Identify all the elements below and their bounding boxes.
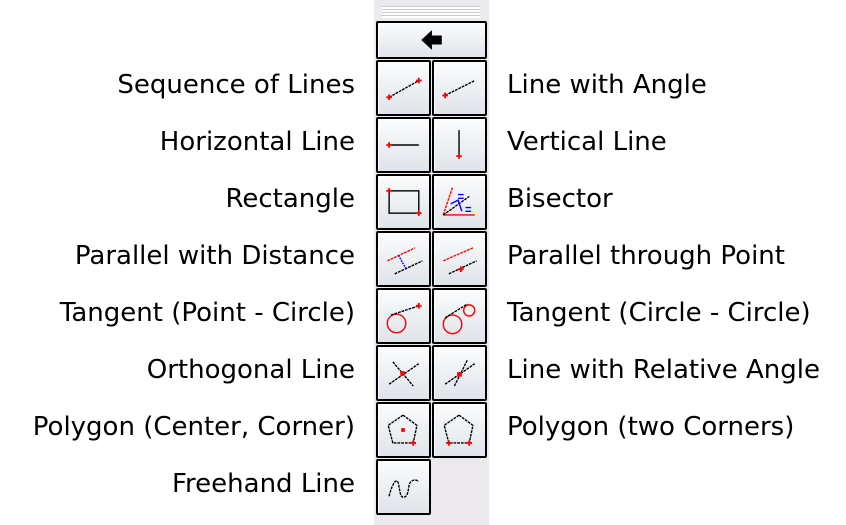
arrow-left-icon [421, 30, 442, 50]
vertical-line-icon [456, 130, 462, 159]
label-parallel-through-point: Parallel through Point [507, 241, 785, 271]
polygon-two-corners-icon [443, 414, 474, 446]
vertical-line-button[interactable] [432, 117, 487, 173]
tangent-circle-circle-button[interactable] [432, 288, 487, 344]
label-line-with-angle: Line with Angle [507, 70, 707, 100]
freehand-line-icon [388, 479, 420, 498]
line-relative-angle-icon [444, 359, 476, 387]
bisector-button[interactable] [432, 174, 487, 230]
back-button[interactable] [376, 21, 487, 59]
freehand-line-button[interactable] [376, 459, 431, 515]
label-parallel-with-distance: Parallel with Distance [74, 241, 355, 271]
rectangle-button[interactable] [376, 174, 431, 230]
label-bisector: Bisector [507, 184, 613, 214]
rectangle-icon [386, 188, 422, 216]
parallel-through-point-button[interactable] [432, 231, 487, 287]
label-freehand-line: Freehand Line [171, 469, 355, 499]
parallel-with-distance-icon [386, 247, 423, 275]
orthogonal-line-icon [388, 361, 420, 387]
label-polygon-center-corner: Polygon (Center, Corner) [32, 412, 355, 442]
line-with-angle-button[interactable] [432, 60, 487, 116]
line-relative-angle-button[interactable] [432, 345, 487, 401]
bisector-icon [442, 186, 475, 216]
tangent-point-circle-button[interactable] [376, 288, 431, 344]
label-polygon-two-corners: Polygon (two Corners) [507, 412, 795, 442]
label-line-relative-angle: Line with Relative Angle [507, 355, 820, 385]
parallel-through-point-icon [442, 247, 477, 275]
horizontal-line-button[interactable] [376, 117, 431, 173]
polygon-two-corners-button[interactable] [432, 402, 487, 458]
sequence-of-lines-icon [386, 77, 422, 101]
polygon-center-corner-button[interactable] [376, 402, 431, 458]
label-tangent-point-circle: Tangent (Point - Circle) [59, 298, 355, 328]
label-orthogonal-line: Orthogonal Line [146, 355, 355, 385]
sequence-of-lines-button[interactable] [376, 60, 431, 116]
label-vertical-line: Vertical Line [507, 127, 667, 157]
tangent-circle-circle-icon [442, 303, 476, 335]
tangent-point-circle-icon [386, 303, 422, 334]
label-horizontal-line: Horizontal Line [159, 127, 355, 157]
polygon-center-corner-icon [387, 414, 418, 446]
palette-drag-handle[interactable] [382, 6, 480, 18]
parallel-with-distance-button[interactable] [376, 231, 431, 287]
line-with-angle-icon [442, 79, 476, 99]
label-tangent-circle-circle: Tangent (Circle - Circle) [507, 298, 811, 328]
label-sequence-of-lines: Sequence of Lines [117, 70, 355, 100]
label-rectangle: Rectangle [225, 184, 355, 214]
horizontal-line-icon [386, 142, 419, 148]
orthogonal-line-button[interactable] [376, 345, 431, 401]
